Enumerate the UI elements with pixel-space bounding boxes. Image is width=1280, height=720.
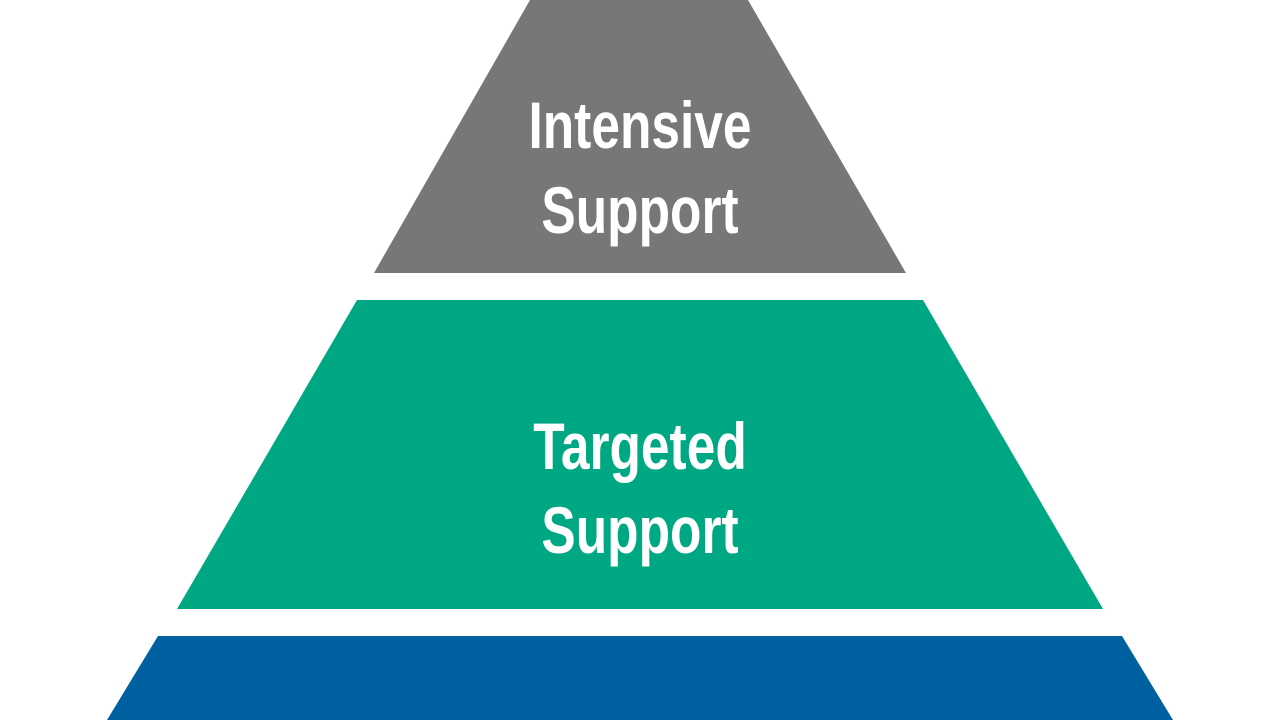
tier-top-label-line-2: Support <box>541 173 738 248</box>
tier-targeted-support: Targeted Support <box>177 300 1103 609</box>
tier-top-label-line-1: Intensive <box>528 88 751 163</box>
tier-top-shape <box>374 0 906 273</box>
tier-middle-shape <box>177 300 1103 609</box>
tier-bottom-shape <box>107 636 1173 720</box>
tier-middle-label-line-2: Support <box>541 493 738 568</box>
tier-intensive-support: Intensive Support <box>374 0 906 273</box>
tier-bottom <box>107 636 1173 720</box>
tier-middle-label-line-1: Targeted <box>533 409 747 484</box>
